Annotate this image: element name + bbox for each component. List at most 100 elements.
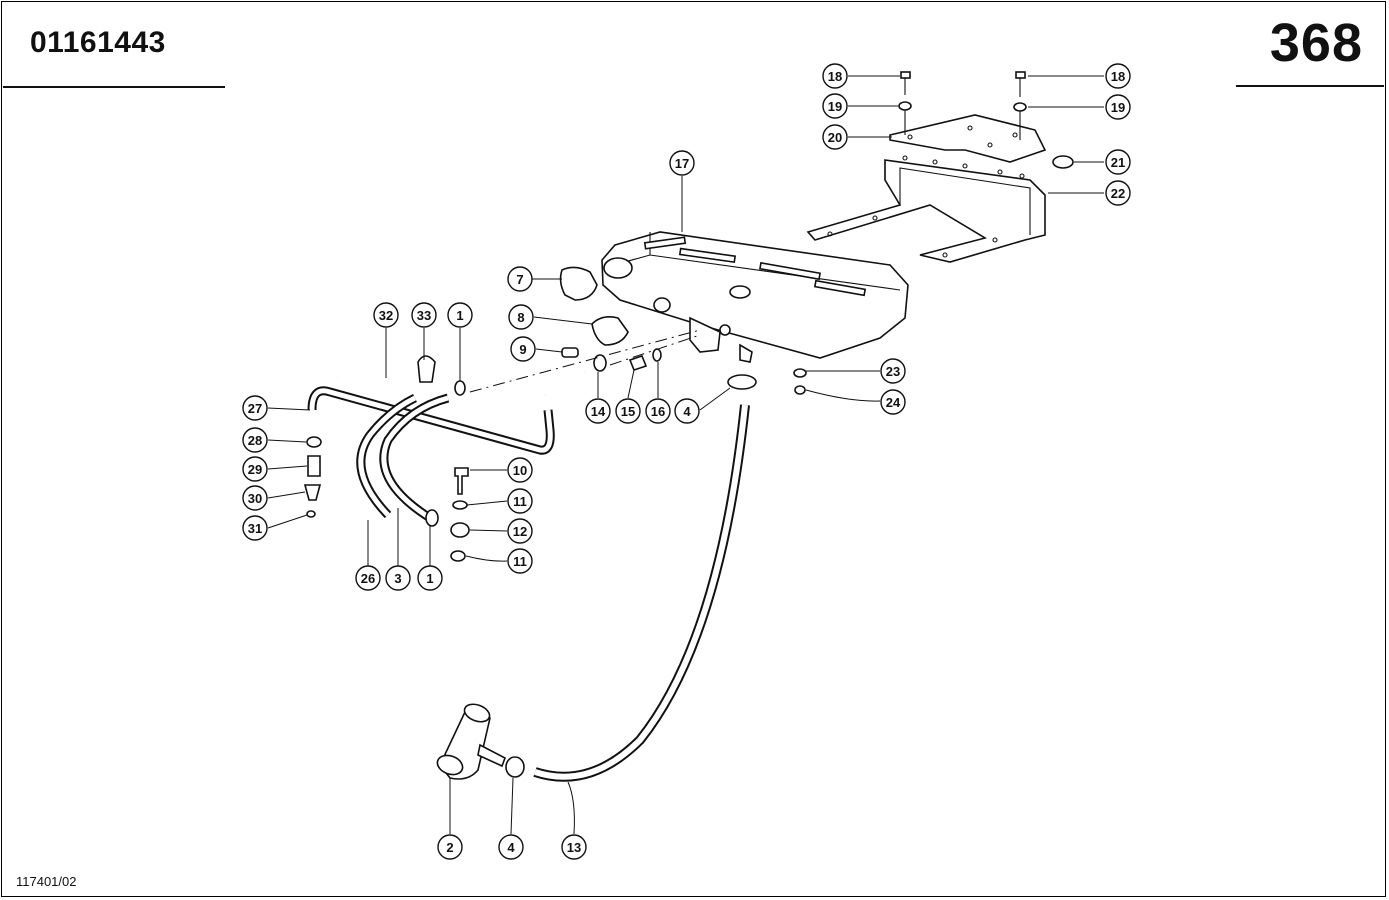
callout-label: 10 bbox=[513, 463, 527, 478]
callout-label: 11 bbox=[513, 494, 527, 509]
clamp-4-top bbox=[727, 374, 757, 390]
callout-circle bbox=[822, 63, 848, 89]
callout-circle bbox=[1105, 63, 1131, 89]
plug-9 bbox=[561, 347, 579, 358]
callout-circle bbox=[507, 457, 533, 483]
callout-circle bbox=[1105, 94, 1131, 120]
callout-circle bbox=[355, 565, 381, 591]
callout-10: 10 bbox=[507, 457, 533, 483]
bolt-10 bbox=[454, 467, 469, 495]
callout-circle bbox=[510, 336, 536, 362]
part-number: 01161443 bbox=[30, 26, 166, 59]
callout-12: 12 bbox=[507, 518, 533, 544]
callout-label: 28 bbox=[248, 433, 262, 448]
callout-17: 17 bbox=[669, 150, 695, 176]
callout-19: 19 bbox=[1105, 94, 1131, 120]
hose-26 bbox=[356, 393, 418, 519]
hose-13 bbox=[533, 404, 750, 782]
callout-label: 23 bbox=[886, 364, 900, 379]
bolt-29 bbox=[307, 455, 321, 477]
callout-label: 30 bbox=[248, 491, 262, 506]
washer-23 bbox=[793, 368, 807, 378]
callout-circle bbox=[447, 302, 473, 328]
callout-circle bbox=[417, 565, 443, 591]
washer-28 bbox=[306, 436, 322, 448]
callout-31: 31 bbox=[242, 515, 268, 541]
nipple-15 bbox=[628, 355, 648, 371]
expansion-tank bbox=[601, 231, 909, 363]
callout-circle bbox=[585, 398, 611, 424]
callout-7: 7 bbox=[507, 266, 533, 292]
bolt-right bbox=[1013, 71, 1027, 140]
callout-circle bbox=[373, 302, 399, 328]
callout-15: 15 bbox=[615, 398, 641, 424]
callout-29: 29 bbox=[242, 456, 268, 482]
callout-11: 11 bbox=[507, 488, 533, 514]
callout-label: 17 bbox=[675, 156, 689, 171]
header-rule-left bbox=[3, 86, 225, 88]
callout-circle bbox=[880, 389, 906, 415]
callout-3: 3 bbox=[385, 565, 411, 591]
callout-label: 22 bbox=[1111, 186, 1125, 201]
banjo-12 bbox=[450, 522, 470, 538]
callout-circle bbox=[822, 93, 848, 119]
callout-13: 13 bbox=[561, 834, 587, 860]
callout-circle bbox=[242, 515, 268, 541]
callout-label: 26 bbox=[361, 571, 375, 586]
clamp-1-bottom bbox=[425, 509, 439, 527]
callout-circle bbox=[507, 548, 533, 574]
callout-circle bbox=[561, 834, 587, 860]
washer-31 bbox=[306, 510, 316, 518]
callout-16: 16 bbox=[645, 398, 671, 424]
callout-label: 33 bbox=[417, 308, 431, 323]
filter-2 bbox=[436, 703, 506, 780]
callout-label: 2 bbox=[446, 840, 453, 855]
callout-label: 11 bbox=[513, 554, 527, 569]
callout-19: 19 bbox=[822, 93, 848, 119]
callout-30: 30 bbox=[242, 485, 268, 511]
grommet bbox=[1052, 155, 1074, 169]
callout-circle bbox=[1105, 180, 1131, 206]
mounting-plate bbox=[889, 114, 1047, 163]
callout-label: 19 bbox=[828, 99, 842, 114]
callout-21: 21 bbox=[1105, 149, 1131, 175]
callout-label: 24 bbox=[886, 395, 901, 410]
washer-11-top bbox=[452, 500, 468, 510]
callout-8: 8 bbox=[508, 304, 534, 330]
callout-label: 14 bbox=[591, 404, 606, 419]
callout-label: 32 bbox=[379, 308, 393, 323]
clip-33 bbox=[417, 355, 436, 383]
ring-16 bbox=[652, 348, 662, 362]
callout-27: 27 bbox=[242, 395, 268, 421]
callout-label: 3 bbox=[394, 571, 401, 586]
leader-lines bbox=[267, 75, 1104, 835]
callout-14: 14 bbox=[585, 398, 611, 424]
cap-7 bbox=[559, 266, 598, 301]
callout-22: 22 bbox=[1105, 180, 1131, 206]
callout-1: 1 bbox=[417, 565, 443, 591]
callout-circle bbox=[880, 358, 906, 384]
hose-3 bbox=[379, 393, 450, 522]
callout-1: 1 bbox=[447, 302, 473, 328]
callout-23: 23 bbox=[880, 358, 906, 384]
callout-label: 18 bbox=[828, 69, 842, 84]
callout-circle bbox=[385, 565, 411, 591]
callout-label: 12 bbox=[513, 524, 527, 539]
callout-label: 18 bbox=[1111, 69, 1125, 84]
nut-24 bbox=[794, 385, 806, 395]
valve-30 bbox=[303, 484, 322, 501]
page-number: 368 bbox=[1269, 13, 1363, 73]
callout-label: 8 bbox=[517, 310, 524, 325]
washer-11-bottom bbox=[450, 550, 466, 562]
bolt-left bbox=[898, 71, 912, 135]
callout-circle bbox=[615, 398, 641, 424]
callout-33: 33 bbox=[411, 302, 437, 328]
callout-11: 11 bbox=[507, 548, 533, 574]
callout-circle bbox=[242, 485, 268, 511]
callout-circle bbox=[242, 395, 268, 421]
callout-4: 4 bbox=[674, 398, 700, 424]
callout-label: 29 bbox=[248, 462, 262, 477]
callout-circle bbox=[507, 266, 533, 292]
